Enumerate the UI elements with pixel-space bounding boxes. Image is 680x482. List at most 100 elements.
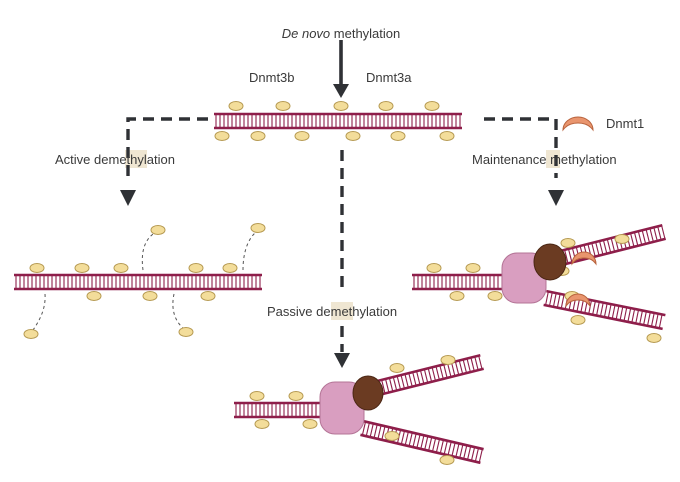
base-pair-rung — [470, 446, 476, 461]
base-pair-rung — [654, 313, 659, 328]
base-pair-rung — [657, 226, 662, 241]
active-demethylation-label: Active demethylation — [55, 152, 175, 167]
de-novo-arrowhead — [333, 84, 349, 98]
base-pair-rung — [615, 305, 620, 320]
active-highlight — [125, 150, 147, 168]
methyl-group — [254, 419, 270, 429]
labels: De novo methylation Dnmt3b Dnmt3a Dnmt1 … — [55, 26, 644, 319]
base-pair-rung — [412, 371, 417, 386]
dnmt1-label: Dnmt1 — [606, 116, 644, 131]
base-pair-rung — [450, 362, 456, 377]
dnmt1-legend-icon — [562, 116, 594, 132]
maintenance-arrowhead — [548, 190, 564, 206]
methyl-release-path — [242, 231, 257, 271]
methyl-group — [614, 234, 630, 244]
methyl-release-path — [172, 293, 184, 329]
base-pair-rung — [462, 359, 468, 374]
base-pair-rung — [478, 355, 483, 370]
base-pair-rung — [420, 435, 425, 450]
base-pair-rung — [470, 357, 475, 372]
base-pair-rung — [435, 438, 441, 453]
dnmt3a-label: Dnmt3a — [366, 70, 412, 85]
methyl-group — [294, 131, 310, 141]
methyl-group — [288, 391, 304, 401]
methyl-group — [250, 223, 266, 233]
base-pair-rung — [416, 371, 421, 385]
dna-strand — [363, 367, 485, 401]
base-pair-rung — [459, 444, 464, 459]
base-pair-rung — [637, 231, 643, 245]
dnmt1-enzyme — [565, 293, 591, 308]
base-pair-rung — [408, 432, 413, 447]
base-pair-rung — [431, 367, 437, 381]
methyl-group — [560, 238, 576, 248]
base-pair-rung — [392, 376, 398, 391]
base-pair-rung — [369, 423, 374, 438]
base-pair-rung — [661, 225, 666, 240]
base-pair-rung — [545, 291, 549, 306]
base-pair-rung — [607, 304, 612, 319]
base-pair-rung — [633, 232, 639, 246]
passive-highlight — [331, 302, 353, 320]
base-pair-rung — [548, 292, 553, 307]
base-pair-rung — [650, 312, 655, 327]
base-pair-rung — [428, 436, 433, 451]
base-pair-rung — [603, 303, 608, 318]
base-pair-rung — [564, 249, 569, 264]
base-pair-rung — [423, 369, 429, 383]
base-pair-rung — [596, 301, 600, 316]
methyl-group — [646, 333, 662, 343]
base-pair-rung — [439, 439, 444, 454]
methyl-group — [439, 455, 455, 465]
dna-double-helix — [214, 112, 462, 130]
methyl-group — [74, 263, 90, 273]
methyl-group — [302, 419, 318, 429]
base-pair-rung — [384, 378, 390, 393]
methyl-group — [275, 101, 291, 111]
base-pair-rung — [610, 237, 616, 252]
base-pair-rung — [466, 358, 471, 373]
base-pair-rung — [408, 372, 413, 387]
methyl-group — [345, 131, 361, 141]
pathway-arrows — [120, 40, 564, 368]
base-pair-rung — [424, 436, 429, 450]
base-pair-rung — [560, 294, 565, 309]
base-pair-rung — [447, 441, 452, 456]
base-pair-rung — [474, 356, 479, 371]
methyl-group — [222, 263, 238, 273]
base-pair-rung — [381, 426, 386, 440]
brown-enzyme — [352, 375, 384, 411]
base-pair-rung — [454, 361, 460, 376]
base-pair-rung — [388, 377, 394, 392]
dna-strand — [360, 433, 481, 465]
dna-strand — [359, 353, 481, 387]
base-pair-rung — [602, 239, 608, 254]
base-pair-rung — [592, 300, 596, 315]
base-pair-rung — [598, 240, 604, 255]
base-pair-rung — [627, 308, 632, 322]
methyl-group — [249, 391, 265, 401]
methyl-group — [487, 291, 503, 301]
methyl-group — [29, 263, 45, 273]
methyl-group — [424, 101, 440, 111]
base-pair-rung — [451, 442, 456, 457]
base-pair-rung — [439, 365, 444, 380]
methyl-group — [465, 263, 481, 273]
passive-arrowhead — [334, 353, 350, 368]
methyl-group — [440, 355, 456, 365]
base-pair-rung — [377, 425, 382, 440]
base-pair-rung — [412, 433, 417, 448]
base-pair-rung — [458, 360, 464, 375]
methyl-group — [390, 131, 406, 141]
active-pathway-line — [126, 117, 208, 178]
dna-double-helix — [360, 419, 484, 465]
base-pair-rung — [365, 422, 370, 437]
base-pair-rung — [443, 364, 448, 379]
methyl-release-path — [32, 293, 46, 331]
base-pair-rung — [466, 446, 472, 460]
base-pair-rung — [373, 424, 378, 439]
methyl-group — [86, 291, 102, 301]
base-pair-rung — [649, 228, 654, 243]
methyl-group — [178, 327, 194, 337]
base-pair-rung — [552, 293, 557, 307]
